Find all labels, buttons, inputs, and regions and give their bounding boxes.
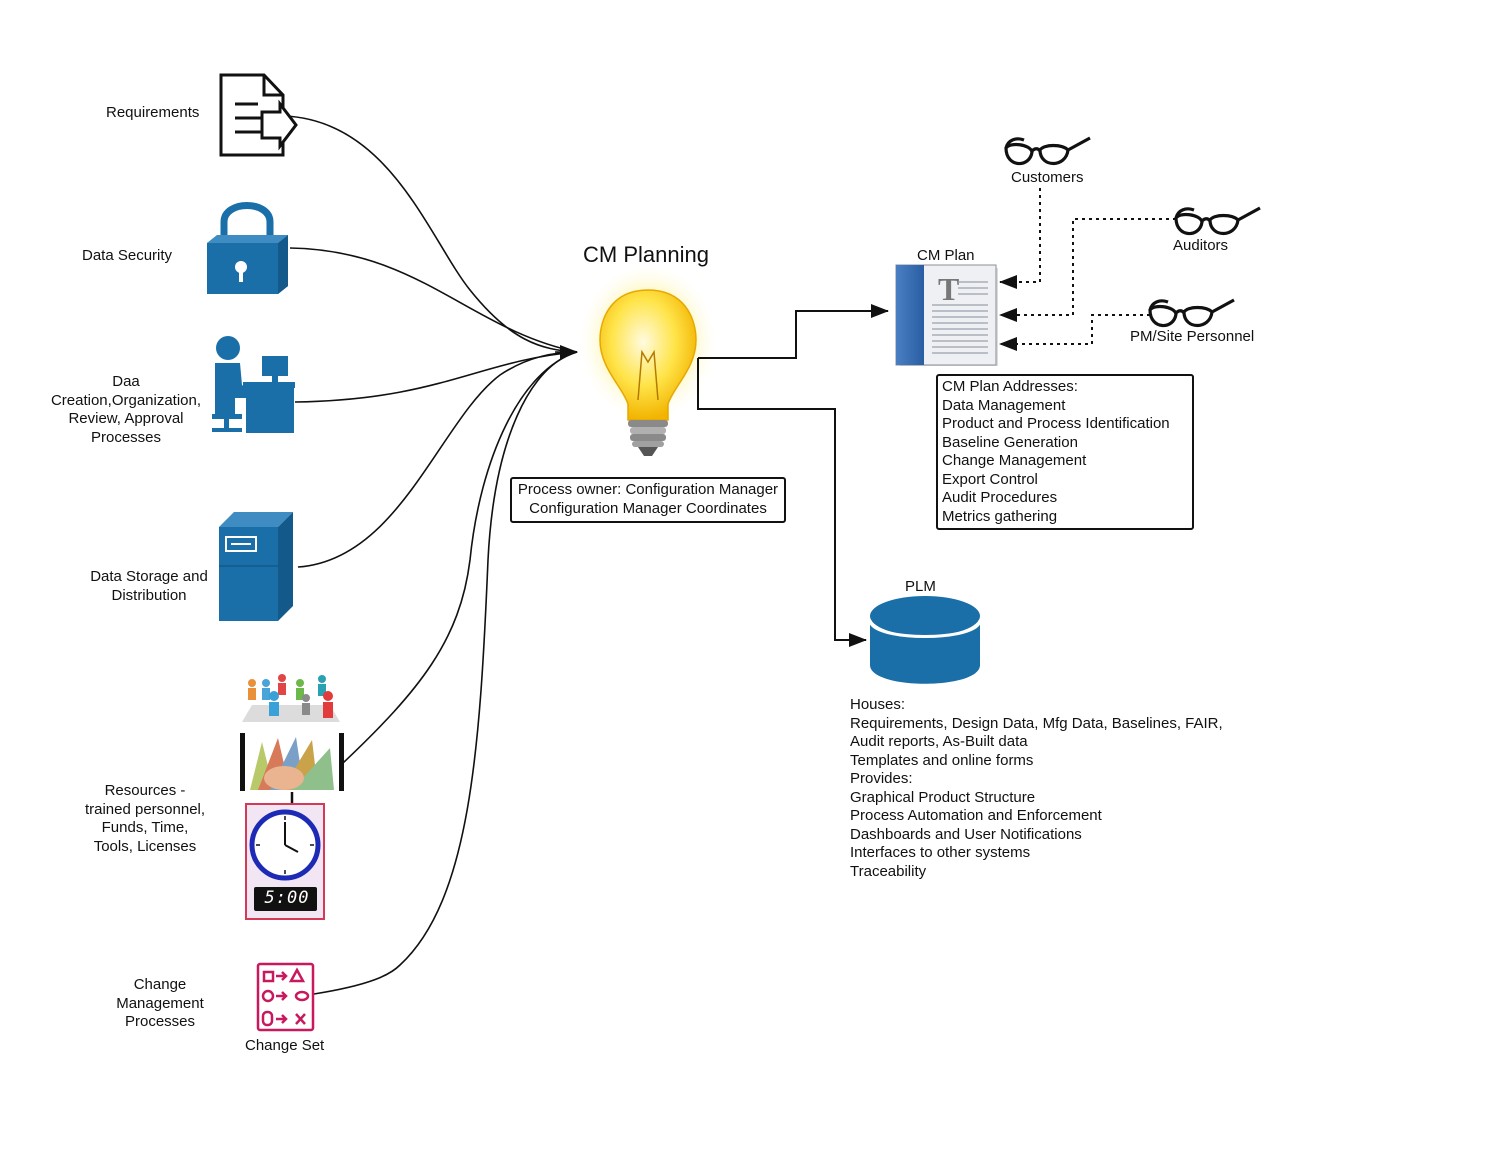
connector-data-storage (297, 351, 578, 568)
data-creation-label: Daa Creation,Organization, Review, Appro… (50, 373, 202, 446)
glasses-icon-auditors (1174, 206, 1261, 236)
reviewer-connectors (999, 188, 1176, 351)
connector-data-security (289, 247, 578, 353)
data-security-label: Data Security (82, 247, 173, 264)
pm-site-personnel-label: PM/Site Personnel (1130, 328, 1255, 345)
lightbulb-icon (576, 268, 720, 456)
clock-icon (245, 803, 325, 920)
connector-customers (999, 188, 1041, 289)
padlock-icon (207, 202, 288, 294)
output-connectors (697, 304, 889, 647)
connector-to-plm (697, 358, 867, 647)
connector-resources (342, 351, 578, 764)
cm-plan-label: CM Plan (917, 247, 975, 264)
money-fan-icon (240, 733, 344, 791)
connector-pm-site (999, 314, 1150, 351)
svg-text:T: T (938, 271, 959, 307)
change-management-label: Change Management Processes (116, 976, 204, 1030)
connector-to-cm-plan (698, 304, 889, 359)
plm-database-icon (868, 594, 982, 684)
resources-label: Resources - trained personnel, Funds, Ti… (84, 782, 206, 855)
process-owner-box: Process owner: Configuration Manager Con… (510, 477, 786, 523)
auditors-label: Auditors (1173, 237, 1229, 254)
connector-change-set (313, 351, 578, 995)
connector-auditors (999, 218, 1176, 322)
input-connectors (283, 115, 578, 995)
customers-label: Customers (1011, 169, 1084, 186)
document-arrow-icon (219, 73, 298, 157)
glasses-icon-customers (1004, 136, 1091, 166)
diagram-title: CM Planning (583, 242, 709, 267)
glasses-icon-pm-site (1148, 298, 1235, 328)
cm-plan-document-icon: T (895, 264, 998, 366)
change-set-label: Change Set (245, 1037, 325, 1054)
file-cabinet-icon (219, 512, 293, 621)
data-storage-label: Data Storage and Distribution (90, 568, 208, 604)
team-people-icon (242, 674, 340, 722)
plm-details: Houses: Requirements, Design Data, Mfg D… (850, 696, 1223, 880)
person-at-desk-icon (212, 336, 295, 433)
plm-label: PLM (905, 578, 936, 595)
connector-data-creation (294, 351, 578, 403)
clock-digital-display: 5:00 (264, 888, 310, 908)
change-set-icon (256, 962, 315, 1032)
cm-plan-addresses-box: CM Plan Addresses: Data Management Produ… (936, 374, 1194, 530)
requirements-label: Requirements (106, 104, 200, 121)
connector-requirements (283, 115, 578, 353)
